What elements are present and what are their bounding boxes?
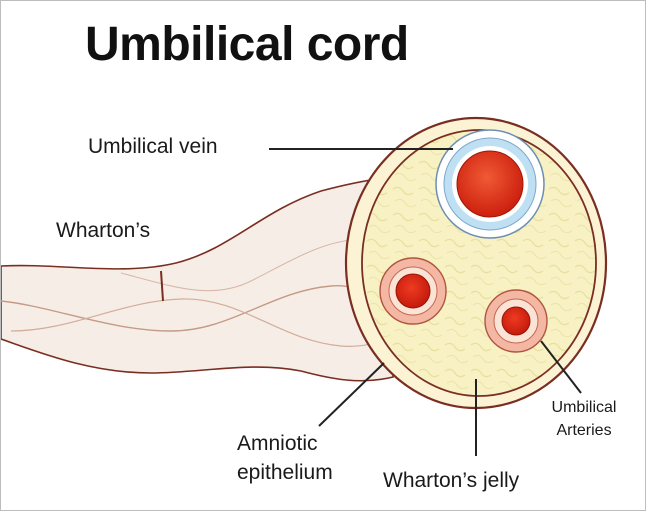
label-arteries-line2: Arteries [542, 420, 626, 442]
label-arteries-line1: Umbilical [542, 397, 626, 419]
label-amniotic-line2: epithelium [237, 459, 333, 487]
label-whartons: Wharton’s [56, 217, 150, 245]
label-amniotic-line1: Amniotic [237, 430, 318, 458]
umbilical-artery-left-lumen [396, 274, 430, 308]
label-umbilical-vein: Umbilical vein [88, 133, 218, 161]
umbilical-vein-lumen [457, 151, 523, 217]
label-whartons-jelly: Wharton’s jelly [383, 467, 519, 495]
umbilical-artery-right-lumen [502, 307, 530, 335]
cord-body [1, 177, 393, 381]
